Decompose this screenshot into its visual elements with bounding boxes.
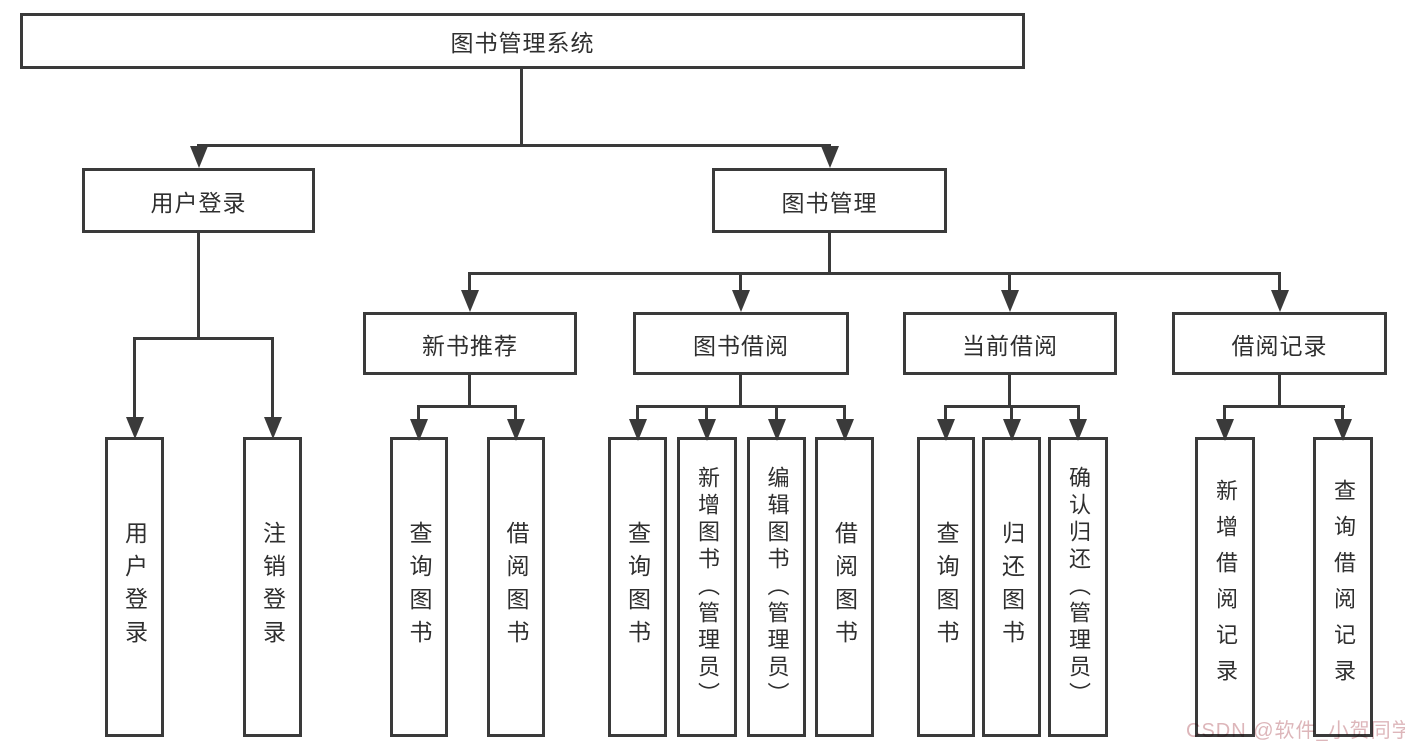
connector-line — [197, 144, 831, 147]
leaf-label: 查询图书 — [406, 521, 432, 653]
leaf-label: 借阅图书 — [831, 521, 858, 653]
leaf-query-book-3: 查询图书 — [917, 437, 975, 737]
connector-line — [705, 405, 708, 421]
connector-line — [739, 272, 742, 292]
leaf-label: 注销登录 — [259, 521, 286, 653]
connector-line — [828, 233, 831, 272]
leaf-label: 查询图书 — [933, 521, 959, 653]
leaf-query-book-2: 查询图书 — [608, 437, 667, 737]
node-label: 新书推荐 — [422, 332, 518, 359]
leaf-borrow-book-1: 借阅图书 — [487, 437, 545, 737]
connector-line — [1008, 375, 1011, 407]
connector-line — [739, 375, 742, 407]
arrowhead — [461, 290, 479, 312]
leaf-label: 新增图书（管理员） — [695, 465, 720, 709]
arrowhead — [1069, 419, 1087, 441]
arrowhead — [821, 146, 839, 168]
csdn-watermark: CSDN @软件_小贺同学 — [1186, 720, 1405, 742]
node-label: 图书借阅 — [693, 332, 789, 359]
connector-line — [1278, 272, 1281, 292]
connector-line — [1278, 375, 1281, 407]
connector-line — [1077, 405, 1080, 421]
node-user-login-branch: 用户登录 — [82, 168, 315, 233]
connector-line — [468, 375, 471, 407]
arrowhead — [836, 419, 854, 441]
connector-line — [197, 233, 200, 337]
node-book-management: 图书管理 — [712, 168, 947, 233]
connector-line — [944, 405, 947, 421]
arrowhead — [937, 419, 955, 441]
connector-line — [843, 405, 846, 421]
connector-line — [636, 405, 639, 421]
leaf-add-borrow-record: 新增借阅记录 — [1195, 437, 1255, 737]
leaf-logout: 注销登录 — [243, 437, 302, 737]
leaf-user-login: 用户登录 — [105, 437, 164, 737]
node-new-book-recommend: 新书推荐 — [363, 312, 577, 375]
node-label: 借阅记录 — [1231, 332, 1328, 359]
connector-line — [271, 337, 274, 419]
arrowhead — [1001, 290, 1019, 312]
arrowhead — [126, 417, 144, 439]
leaf-label: 归还图书 — [998, 521, 1025, 653]
leaf-label: 借阅图书 — [503, 521, 529, 653]
connector-line — [775, 405, 778, 421]
leaf-return-book: 归还图书 — [982, 437, 1041, 737]
connector-line — [514, 405, 517, 421]
leaf-label: 新增借阅记录 — [1213, 479, 1238, 695]
connector-line — [1223, 405, 1345, 408]
arrowhead — [410, 419, 428, 441]
arrowhead — [507, 419, 525, 441]
arrowhead — [732, 290, 750, 312]
leaf-query-book-1: 查询图书 — [390, 437, 448, 737]
arrowhead — [1216, 419, 1234, 441]
connector-line — [1223, 405, 1226, 421]
node-current-borrow: 当前借阅 — [903, 312, 1117, 375]
leaf-query-borrow-record: 查询借阅记录 — [1313, 437, 1373, 737]
leaf-edit-book-admin: 编辑图书（管理员） — [747, 437, 806, 737]
arrowhead — [1003, 419, 1021, 441]
arrowhead — [768, 419, 786, 441]
node-library-management-system: 图书管理系统 — [20, 13, 1025, 69]
connector-line — [1010, 405, 1013, 421]
leaf-label: 查询借阅记录 — [1331, 479, 1356, 695]
connector-line — [417, 405, 517, 408]
node-borrow-record: 借阅记录 — [1172, 312, 1387, 375]
connector-line — [417, 405, 420, 421]
leaf-confirm-return-admin: 确认归还（管理员） — [1048, 437, 1108, 737]
leaf-add-book-admin: 新增图书（管理员） — [677, 437, 737, 737]
arrowhead — [698, 419, 716, 441]
connector-line — [468, 272, 1281, 275]
connector-line — [1341, 405, 1344, 421]
arrowhead — [1334, 419, 1352, 441]
node-label: 用户登录 — [150, 189, 247, 216]
node-label: 图书管理系统 — [450, 30, 595, 56]
connector-line — [133, 337, 274, 340]
connector-line — [520, 69, 523, 147]
node-label: 图书管理 — [781, 189, 878, 216]
connector-line — [636, 405, 846, 408]
leaf-label: 用户登录 — [121, 521, 148, 653]
leaf-label: 查询图书 — [624, 521, 651, 653]
arrowhead — [190, 146, 208, 168]
node-label: 当前借阅 — [962, 332, 1058, 359]
leaf-borrow-book-2: 借阅图书 — [815, 437, 874, 737]
node-book-borrow: 图书借阅 — [633, 312, 849, 375]
connector-line — [468, 272, 471, 292]
connector-line — [133, 337, 136, 419]
arrowhead — [264, 417, 282, 439]
arrowhead — [1271, 290, 1289, 312]
leaf-label: 确认归还（管理员） — [1066, 465, 1091, 709]
arrowhead — [629, 419, 647, 441]
connector-line — [1008, 272, 1011, 292]
leaf-label: 编辑图书（管理员） — [764, 465, 790, 709]
